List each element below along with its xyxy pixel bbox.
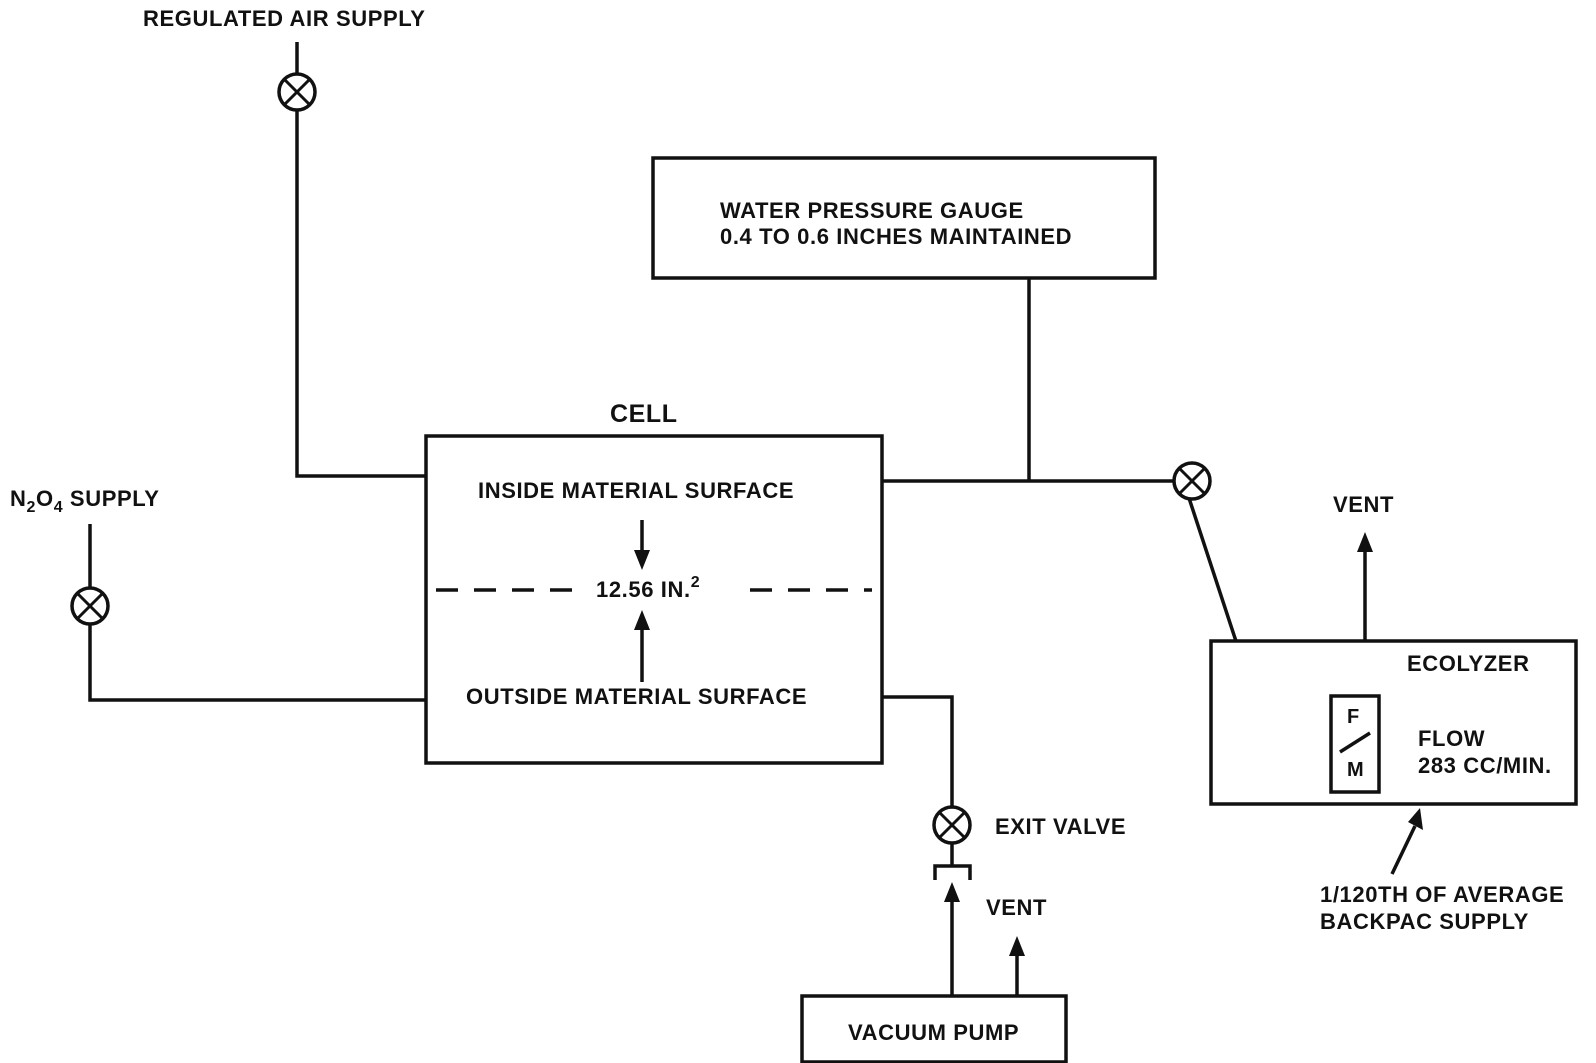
outside-arrow-icon (634, 610, 650, 630)
water-pressure-gauge-box (651, 156, 1157, 280)
vacuum-pump-box (800, 994, 1068, 1063)
cell-title: CELL (610, 400, 678, 428)
gauge-label-line2: 0.4 TO 0.6 INCHES MAINTAINED (720, 224, 1072, 249)
exit-line (882, 695, 954, 808)
ecolyzer-label: ECOLYZER (1407, 651, 1530, 676)
exit-valve-icon[interactable] (932, 805, 972, 845)
cell-box (424, 434, 884, 765)
flow-rate-label: 283 CC/MIN. (1418, 753, 1552, 778)
pump-vent-arrow-icon (1009, 936, 1025, 956)
ecolyzer-box (1209, 639, 1578, 806)
inside-arrow-icon (634, 550, 650, 570)
ecolyzer-valve-icon[interactable] (1172, 461, 1212, 501)
backpac-label-line2: BACKPAC SUPPLY (1320, 909, 1529, 934)
area-label: 12.56 IN.2 (596, 574, 700, 602)
backpac-label-line1: 1/120TH OF AVERAGE (1320, 882, 1564, 907)
exit-valve-label: EXIT VALVE (995, 814, 1126, 839)
flow-label: FLOW (1418, 726, 1485, 751)
flowmeter-divider (1339, 731, 1371, 754)
n2o4-supply-valve-icon[interactable] (70, 586, 110, 626)
backpac-arrow-icon (1408, 808, 1423, 830)
vacuum-pump-label: VACUUM PUMP (848, 1020, 1019, 1045)
air-supply-line (295, 42, 426, 478)
exit-fitting (933, 864, 972, 880)
n2o4-supply-label: N2O4 SUPPLY (10, 486, 160, 516)
pump-outlet-arrow-icon (944, 882, 960, 902)
flowmeter-m: M (1347, 759, 1364, 781)
ecolyzer-vent-arrow-icon (1357, 532, 1373, 552)
outside-surface-label: OUTSIDE MATERIAL SURFACE (466, 684, 807, 709)
backpac-arrow-shaft (1390, 825, 1417, 875)
gauge-label-line1: WATER PRESSURE GAUGE (720, 198, 1024, 223)
regulated-air-supply-label: REGULATED AIR SUPPLY (143, 6, 426, 31)
ecolyzer-vent-label: VENT (1333, 492, 1394, 517)
pump-vent-label: VENT (986, 895, 1047, 920)
flowmeter-f: F (1347, 706, 1359, 728)
inside-surface-label: INSIDE MATERIAL SURFACE (478, 478, 794, 503)
air-supply-valve-icon[interactable] (277, 72, 317, 112)
n2o4-supply-line (88, 524, 426, 702)
